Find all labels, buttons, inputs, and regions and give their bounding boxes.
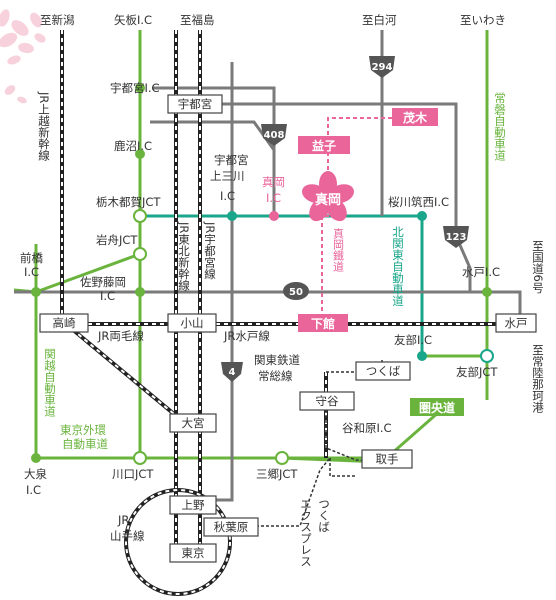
cherry-blossom-decoration	[0, 9, 46, 104]
svg-text:つくば: つくば	[366, 364, 401, 378]
station-tsukuba: つくば	[355, 361, 411, 381]
station-omiya: 大宮	[169, 413, 217, 433]
label-sano-fujioka-ic-1: 佐野藤岡	[80, 275, 126, 289]
moka-railway	[321, 117, 392, 322]
svg-text:50: 50	[289, 287, 303, 298]
rail-lines	[60, 30, 520, 596]
station-ueno: 上野	[169, 495, 217, 515]
label-to-iwaki: 至いわき	[460, 13, 506, 27]
label-to-shirakawa: 至白河	[362, 13, 397, 27]
svg-text:秋葉原: 秋葉原	[214, 520, 249, 534]
label-kanuma-ic: 鹿沼I.C	[114, 139, 152, 153]
station-toride: 取手	[361, 449, 413, 469]
label-jr-tohoku: JR東北新幹線	[177, 221, 191, 291]
station-oyama: 小山	[167, 313, 217, 333]
tag-shimodate: 下館	[298, 314, 348, 332]
label-utsunomiya-ic: 宇都宮I.C	[110, 81, 160, 95]
svg-text:上野: 上野	[182, 498, 205, 512]
label-gaikan-2: 自動車道	[62, 437, 108, 451]
svg-text:東京: 東京	[182, 546, 205, 560]
svg-text:4: 4	[229, 367, 236, 378]
label-kanetsu-expressway: 関越自動車道	[43, 348, 57, 417]
label-tsukuba-express-b: エクスプレス	[299, 498, 313, 567]
label-iwafune-jct: 岩舟JCT	[96, 233, 138, 247]
station-mito: 水戸	[495, 313, 537, 333]
tag-mashiko: 益子	[298, 136, 350, 154]
label-utsunomiya-kamimikawa-3: I.C	[220, 189, 235, 203]
tag-motegi: 茂木	[392, 108, 438, 126]
svg-text:294: 294	[372, 62, 393, 73]
label-jr-yamanote-2: 山手線	[110, 529, 145, 543]
svg-text:茂木: 茂木	[403, 110, 428, 125]
label-kitakanto-expressway: 北関東自動車道	[391, 226, 405, 307]
label-moka-ic-1: 真岡	[262, 175, 285, 189]
svg-text:下館: 下館	[311, 316, 335, 331]
svg-text:守谷: 守谷	[316, 394, 339, 408]
svg-text:高崎: 高崎	[53, 316, 76, 330]
station-tokyo: 東京	[169, 543, 217, 563]
label-sakuragawa-chikusei-ic: 桜川筑西I.C	[388, 195, 449, 209]
label-jr-yamanote-1: JR	[117, 513, 129, 527]
label-moka-railway: 真岡鐵道	[332, 227, 345, 272]
station-utsunomiya: 宇都宮	[167, 94, 223, 114]
label-tochigi-tsuga-jct: 栃木都賀JCT	[96, 195, 161, 209]
label-jr-mito: JR水戸線	[223, 329, 270, 343]
svg-text:水戸: 水戸	[505, 316, 528, 330]
label-tsukuba-express-a: つくば	[317, 498, 331, 533]
route-123-shield: 123	[443, 226, 469, 248]
label-yaita-ic: 矢板I.C	[114, 13, 152, 27]
label-to-niigata: 至新潟	[40, 13, 75, 27]
label-kanto-tetsudo-1: 関東鉄道	[254, 353, 300, 367]
label-wakahara-ic: 谷和原I.C	[342, 421, 392, 435]
label-misato-jct: 三郷JCT	[256, 467, 298, 481]
label-utsunomiya-kamimikawa-2: 上三川	[210, 169, 245, 183]
svg-text:取手: 取手	[376, 452, 399, 466]
svg-text:大宮: 大宮	[182, 416, 205, 430]
route-50-shield: 50	[283, 282, 309, 300]
route-408-shield: 408	[261, 124, 287, 146]
station-takasaki: 高崎	[39, 313, 89, 333]
label-kanto-tetsudo-2: 常総線	[258, 369, 293, 383]
svg-text:益子: 益子	[312, 138, 336, 153]
moka-blossom-marker: 真岡	[302, 171, 354, 222]
label-utsunomiya-kamimikawa-1: 宇都宮	[214, 153, 249, 167]
svg-text:圏央道: 圏央道	[419, 400, 455, 415]
tag-ken-o-do: 圏央道	[410, 398, 464, 416]
label-tomobe-ic: 友部I.C	[394, 333, 432, 347]
label-gaikan-1: 東京外環	[60, 423, 106, 437]
label-jr-utsunomiya: JR宇都宮線	[203, 221, 217, 279]
svg-text:宇都宮: 宇都宮	[178, 97, 213, 111]
route-294-shield: 294	[369, 56, 395, 78]
label-mito-ic: 水戸I.C	[462, 265, 500, 279]
label-kawaguchi-jct: 川口JCT	[112, 467, 154, 481]
expressway-lines	[13, 30, 489, 464]
label-to-fukushima: 至福島	[180, 13, 215, 27]
station-akihabara: 秋葉原	[203, 517, 259, 537]
label-jr-joetsu: JR上越新幹線	[37, 91, 51, 161]
label-oizumi-ic-1: 大泉	[24, 467, 47, 481]
svg-text:真岡: 真岡	[315, 192, 341, 208]
label-sano-fujioka-ic-2: I.C	[100, 289, 115, 303]
svg-text:小山: 小山	[181, 316, 204, 330]
label-to-route-6: 至国道6号	[531, 240, 545, 294]
station-moriya: 守谷	[299, 391, 355, 411]
route-4-shield: 4	[221, 362, 243, 382]
label-joban-expressway: 常磐自動車道	[493, 92, 507, 161]
label-maebashi-ic-2: I.C	[24, 265, 39, 279]
label-oizumi-ic-2: I.C	[26, 483, 41, 497]
label-tomobe-jct: 友部JCT	[456, 365, 498, 379]
label-moka-ic-2: I.C	[266, 191, 281, 205]
label-jr-ryomo: JR両毛線	[97, 329, 144, 343]
label-to-hitachinaka: 至常陸那珂港	[531, 344, 545, 413]
label-maebashi-ic-1: 前橋	[20, 251, 43, 265]
svg-text:123: 123	[446, 232, 467, 243]
svg-text:408: 408	[264, 130, 285, 141]
